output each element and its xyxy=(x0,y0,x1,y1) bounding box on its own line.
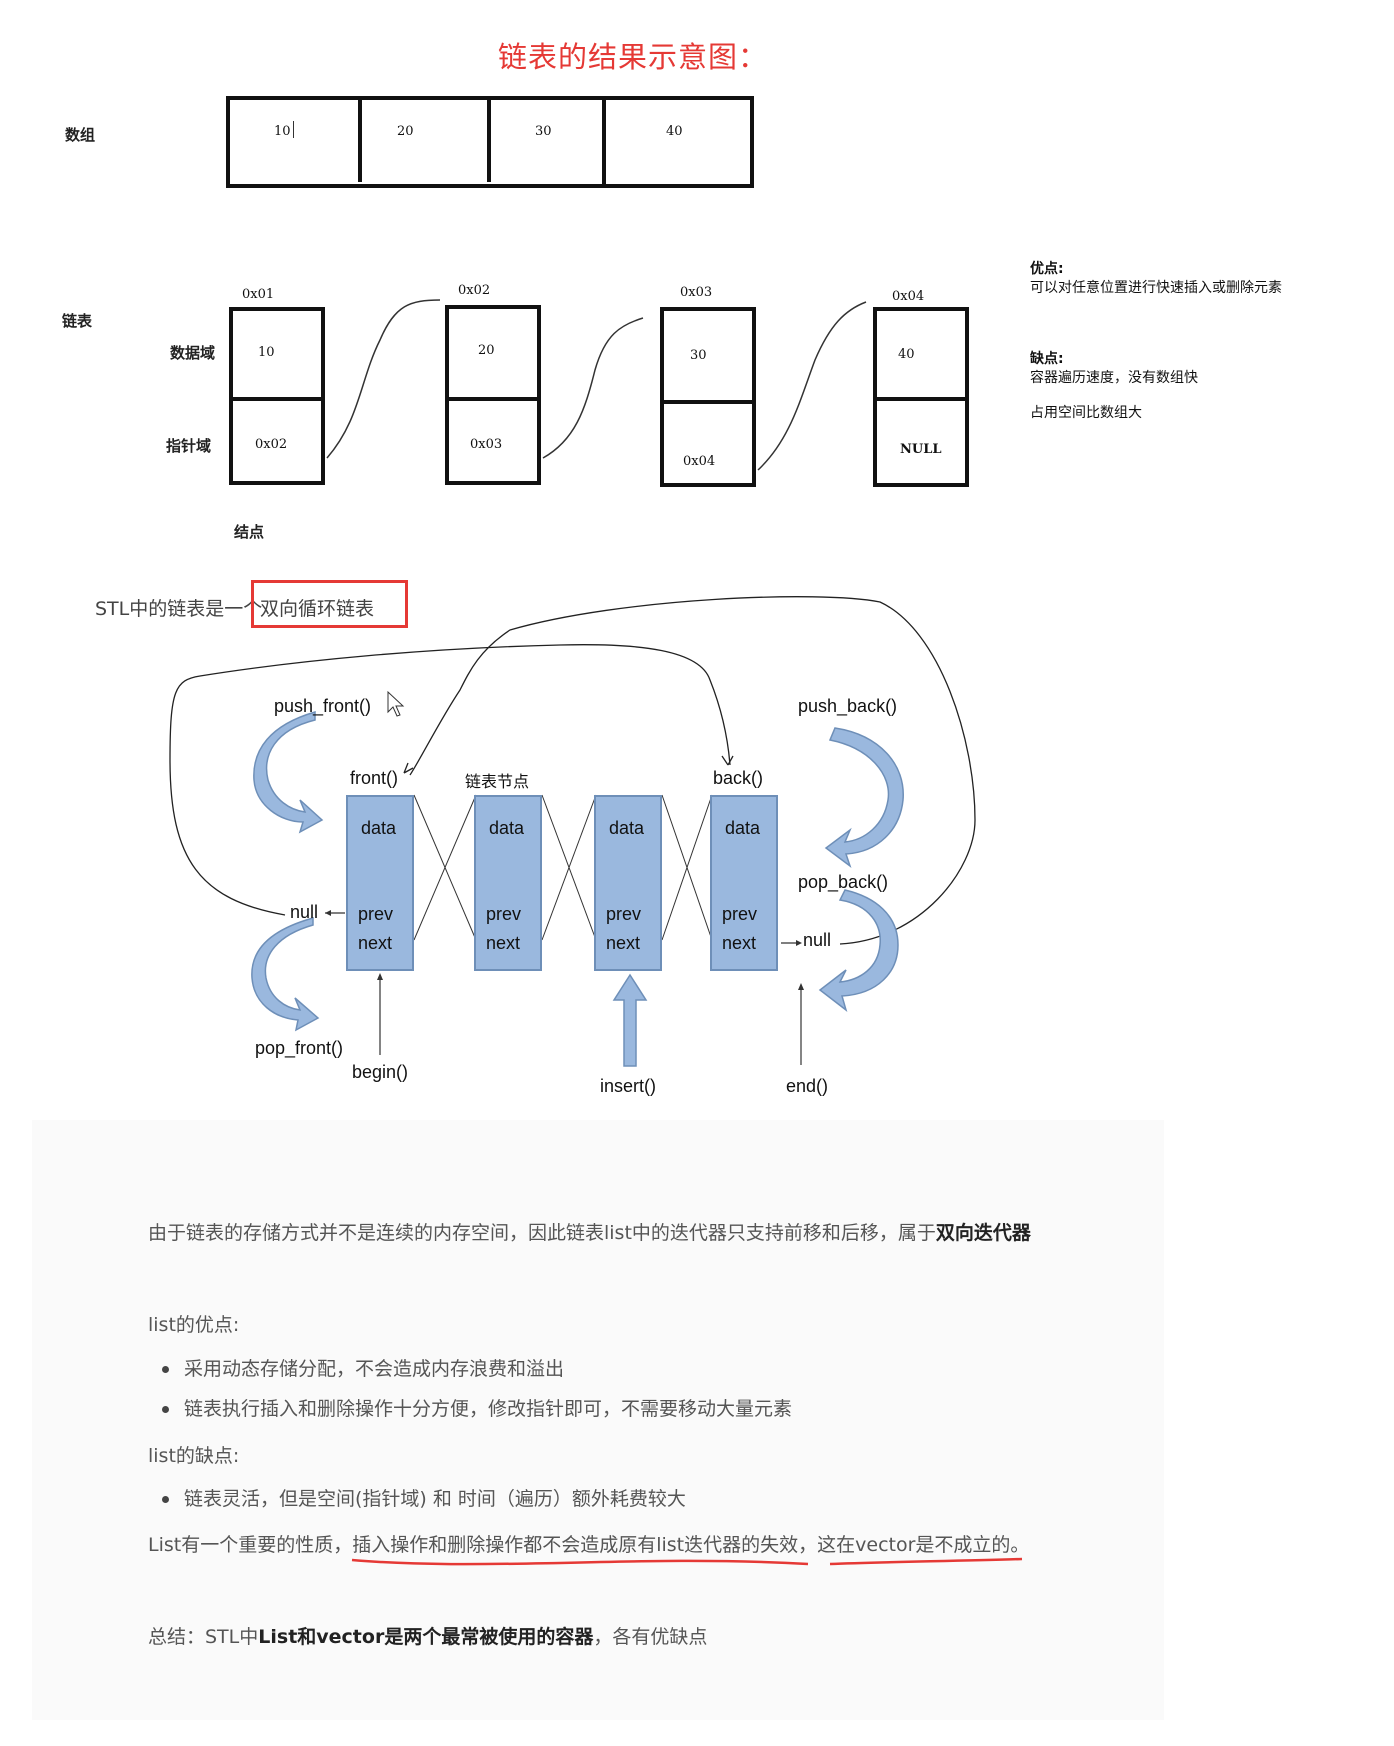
array-divider xyxy=(602,100,606,184)
node-pointer-value: NULL xyxy=(900,442,942,457)
pop-front-label: pop_front() xyxy=(255,1038,344,1058)
node-divider xyxy=(660,400,756,404)
node-data-value: 10 xyxy=(258,345,275,360)
node-pointer-value: 0x02 xyxy=(255,437,288,452)
node-address: 0x03 xyxy=(680,285,713,300)
node-data-value: 40 xyxy=(898,347,915,362)
node-data-label: data xyxy=(725,818,761,838)
dl-node xyxy=(710,795,778,971)
node-next-label: next xyxy=(606,933,641,953)
pros-text: 可以对任意位置进行快速插入或删除元素 xyxy=(1030,280,1282,296)
list-node xyxy=(445,305,541,485)
pros-title: 优点: xyxy=(1030,261,1064,277)
node-address: 0x02 xyxy=(458,283,491,298)
array-cell-value: 30 xyxy=(535,124,552,139)
cons-text-2: 占用空间比数组大 xyxy=(1030,405,1142,421)
data-field-label: 数据域 xyxy=(170,344,216,362)
node-next-label: next xyxy=(722,933,757,953)
node-link-curves xyxy=(326,299,867,471)
node-prev-label: prev xyxy=(358,904,394,924)
insert-label: insert() xyxy=(600,1076,657,1096)
bullet xyxy=(162,1406,169,1413)
array-cell-value: 10 xyxy=(274,124,291,139)
text-panel xyxy=(32,1120,1164,1720)
stl-caption: STL中的链表是一个 xyxy=(95,598,263,620)
bullet xyxy=(162,1496,169,1503)
node-divider xyxy=(873,397,969,401)
dl-node xyxy=(346,795,414,971)
push-front-label: push_front() xyxy=(274,696,372,716)
pointer-field-label: 指针域 xyxy=(166,437,212,455)
node-prev-label: prev xyxy=(722,904,758,924)
dl-node xyxy=(474,795,542,971)
node-next-label: next xyxy=(486,933,521,953)
front-label: front() xyxy=(350,768,399,788)
pros-heading: list的优点: xyxy=(148,1314,240,1336)
text-cursor-icon xyxy=(293,121,294,138)
cons-item: 链表灵活，但是空间(指针域) 和 时间（遍历）额外耗费较大 xyxy=(184,1488,686,1510)
paragraph-property: List有一个重要的性质，插入操作和删除操作都不会造成原有list迭代器的失效，… xyxy=(148,1534,1030,1556)
node-divider xyxy=(445,397,541,401)
node-data-value: 20 xyxy=(478,343,495,358)
linked-list-label: 链表 xyxy=(62,312,93,330)
array-box xyxy=(226,96,754,188)
paragraph-iterator: 由于链表的存储方式并不是连续的内存空间，因此链表list中的迭代器只支持前移和后… xyxy=(148,1222,1031,1244)
array-divider xyxy=(358,100,362,182)
node-data-label: data xyxy=(609,818,645,838)
diagram-title: 链表的结果示意图： xyxy=(498,40,769,74)
pop-back-label: pop_back() xyxy=(798,872,889,892)
summary: 总结：STL中List和vector是两个最常被使用的容器，各有优缺点 xyxy=(148,1626,708,1648)
null-right-label: null xyxy=(803,930,832,950)
pros-item: 链表执行插入和删除操作十分方便，修改指针即可，不需要移动大量元素 xyxy=(184,1398,793,1420)
array-divider xyxy=(487,100,491,182)
array-cell-value: 40 xyxy=(666,124,683,139)
stl-caption-boxed: 双向循环链表 xyxy=(260,598,375,620)
node-prev-label: prev xyxy=(606,904,642,924)
push-back-label: push_back() xyxy=(798,696,898,716)
node-pointer-value: 0x03 xyxy=(470,437,503,452)
back-label: back() xyxy=(713,768,764,788)
dl-node xyxy=(594,795,662,971)
bullet xyxy=(162,1366,169,1373)
node-data-label: data xyxy=(361,818,397,838)
highlight-box xyxy=(251,580,408,628)
dl-diagram-lines xyxy=(169,596,976,1067)
node-pointer-value: 0x04 xyxy=(683,454,716,469)
node-label: 结点 xyxy=(234,523,265,541)
node-data-value: 30 xyxy=(690,348,707,363)
pros-item: 采用动态存储分配，不会造成内存浪费和溢出 xyxy=(184,1358,565,1380)
begin-label: begin() xyxy=(352,1062,409,1082)
array-label: 数组 xyxy=(65,126,96,144)
node-prev-label: prev xyxy=(486,904,522,924)
array-cell-value: 20 xyxy=(397,124,414,139)
cons-heading: list的缺点: xyxy=(148,1445,240,1467)
end-label: end() xyxy=(786,1076,829,1096)
node-address: 0x01 xyxy=(242,287,275,302)
list-node xyxy=(660,307,756,487)
node-divider xyxy=(229,397,325,401)
list-node xyxy=(229,307,325,485)
node-address: 0x04 xyxy=(892,289,925,304)
cons-text: 容器遍历速度，没有数组快 xyxy=(1030,370,1198,386)
node-next-label: next xyxy=(358,933,393,953)
cons-title: 缺点: xyxy=(1030,351,1064,367)
red-underline xyxy=(351,1557,1023,1566)
node-data-label: data xyxy=(489,818,525,838)
null-left-label: null xyxy=(290,902,319,922)
node-title-label: 链表节点 xyxy=(465,772,530,791)
